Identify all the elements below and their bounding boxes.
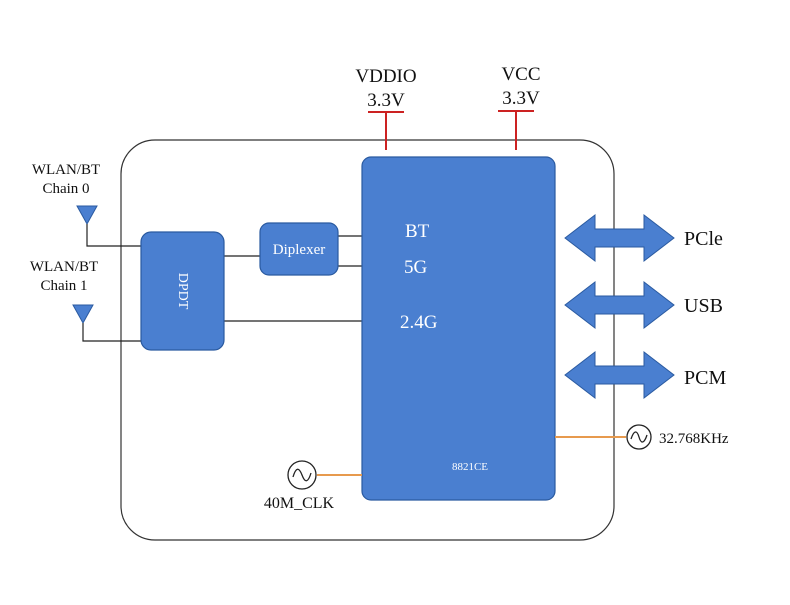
power-rails	[368, 110, 534, 150]
pcie-label: PCle	[684, 228, 723, 250]
vddio-voltage: 3.3V	[367, 90, 405, 111]
chip-part-label: 8821CE	[452, 461, 488, 473]
chip-block	[361, 156, 556, 501]
band-24g-label: 2.4G	[400, 312, 438, 333]
vcc-label: VCC	[501, 64, 540, 85]
antenna-0-label-line1: WLAN/BT	[32, 162, 100, 178]
antenna-1-wire	[82, 323, 141, 342]
usb-label: USB	[684, 295, 723, 317]
pcm-arrow	[564, 350, 675, 400]
band-bt-label: BT	[405, 221, 430, 242]
rtc-clock-label: 32.768KHz	[659, 431, 729, 447]
pcm-label: PCM	[684, 367, 726, 389]
rtc-oscillator-icon	[626, 424, 652, 450]
antenna-1-icon	[72, 304, 94, 325]
pcie-arrow	[564, 213, 675, 263]
antenna-1-label-line1: WLAN/BT	[30, 259, 98, 275]
antenna-0-wire	[86, 224, 141, 247]
clock-lines	[317, 436, 626, 476]
antenna-0-icon	[76, 205, 98, 226]
diplexer-block	[259, 222, 339, 276]
vcc-voltage: 3.3V	[502, 88, 540, 109]
dpdt-label: DPDT	[175, 273, 190, 310]
antenna-0-label-line2: Chain 0	[42, 181, 89, 197]
antenna-icons	[72, 205, 98, 325]
module-outline	[120, 139, 615, 541]
usb-arrow	[564, 280, 675, 330]
main-clock-label: 40M_CLK	[264, 495, 335, 512]
rf-wires	[82, 224, 362, 342]
dpdt-block	[140, 231, 225, 351]
interface-arrows	[564, 213, 675, 400]
antenna-1-label-line2: Chain 1	[40, 278, 87, 294]
main-oscillator-icon	[287, 460, 317, 490]
band-5g-label: 5G	[404, 257, 428, 278]
diplexer-label: Diplexer	[273, 242, 325, 258]
vddio-label: VDDIO	[355, 66, 416, 87]
